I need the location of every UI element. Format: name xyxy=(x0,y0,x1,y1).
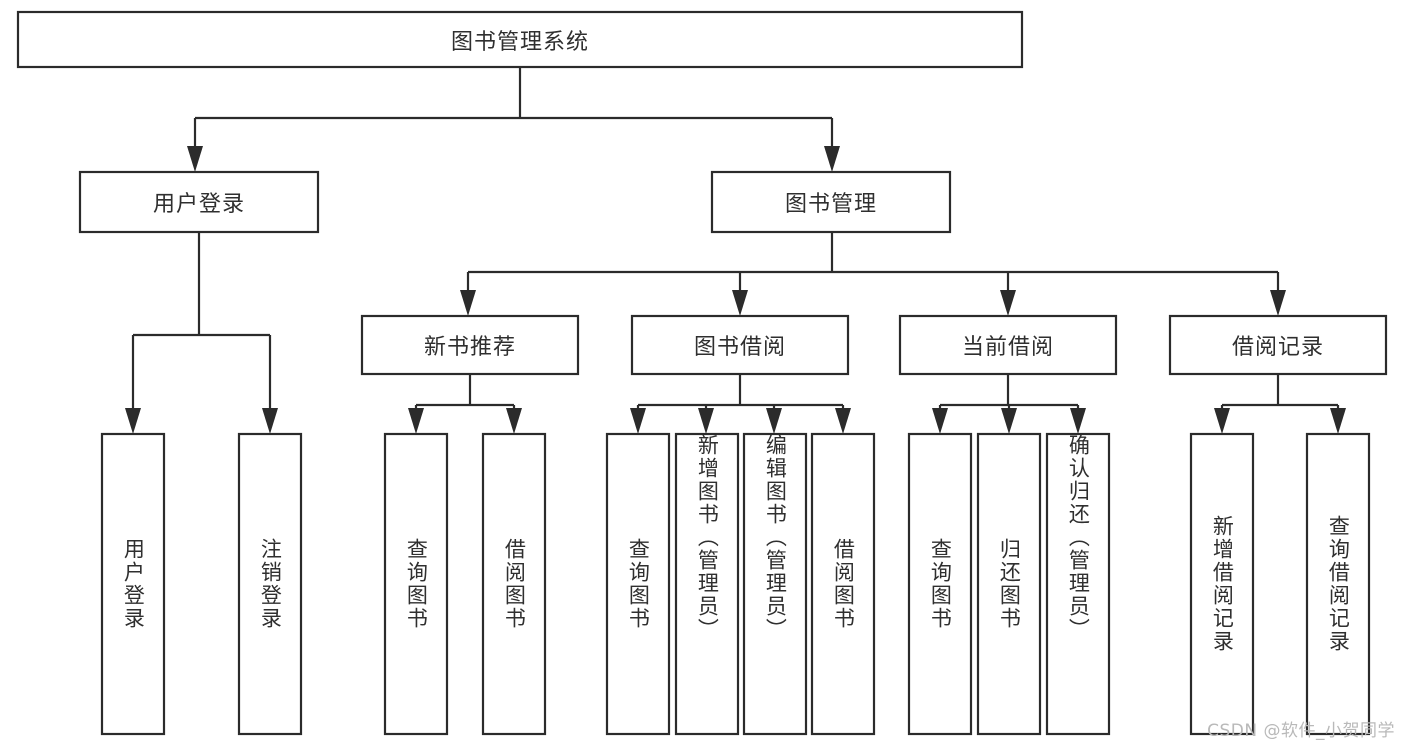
arrowhead-book-borrow xyxy=(732,290,748,316)
node-box-leaf-user-logout[interactable] xyxy=(237,432,303,736)
node-box-leaf-bb-query[interactable] xyxy=(605,432,671,736)
edges-book-borrow-to-leaves xyxy=(630,374,851,434)
arrowhead-leaf-br-add xyxy=(1214,408,1230,434)
arrowhead-leaf-cb-confirm xyxy=(1070,408,1086,434)
node-box-user-login[interactable] xyxy=(78,170,320,234)
node-box-leaf-cb-return[interactable] xyxy=(976,432,1042,736)
node-box-leaf-cb-confirm[interactable] xyxy=(1045,432,1111,736)
arrowhead-leaf-bb-add xyxy=(698,408,714,434)
edges-book-manage-to-level2 xyxy=(460,232,1286,316)
arrowhead-leaf-rec-borrow xyxy=(506,408,522,434)
arrowhead-user-login xyxy=(187,146,203,172)
arrowhead-current-borrow xyxy=(1000,290,1016,316)
node-box-new-book-rec[interactable] xyxy=(360,314,580,376)
node-box-book-manage[interactable] xyxy=(710,170,952,234)
node-box-leaf-bb-add[interactable] xyxy=(674,432,740,736)
node-box-leaf-rec-query[interactable] xyxy=(383,432,449,736)
node-box-leaf-bb-edit[interactable] xyxy=(742,432,808,736)
arrowhead-leaf-bb-edit xyxy=(766,408,782,434)
arrowhead-book-manage xyxy=(824,146,840,172)
edges-user-login-to-leaves xyxy=(125,232,278,434)
edges-new-book-rec-to-leaves xyxy=(408,374,522,434)
node-box-leaf-bb-borrow[interactable] xyxy=(810,432,876,736)
arrowhead-leaf-cb-return xyxy=(1001,408,1017,434)
arrowhead-leaf-br-query xyxy=(1330,408,1346,434)
arrowhead-leaf-rec-query xyxy=(408,408,424,434)
arrowhead-leaf-user-login xyxy=(125,408,141,434)
arrowhead-new-book-rec xyxy=(460,290,476,316)
node-box-leaf-br-query[interactable] xyxy=(1305,432,1371,736)
arrowhead-leaf-cb-query xyxy=(932,408,948,434)
csdn-watermark: CSDN @软件_小贺同学 xyxy=(1207,721,1395,741)
node-box-leaf-br-add[interactable] xyxy=(1189,432,1255,736)
arrowhead-borrow-record xyxy=(1270,290,1286,316)
node-box-leaf-user-login[interactable] xyxy=(100,432,166,736)
edges-borrow-record-to-leaves xyxy=(1214,374,1346,434)
node-box-current-borrow[interactable] xyxy=(898,314,1118,376)
edges-root-to-level1 xyxy=(187,67,840,172)
node-box-borrow-record[interactable] xyxy=(1168,314,1388,376)
node-box-root[interactable] xyxy=(16,10,1024,69)
edges-current-borrow-to-leaves xyxy=(932,374,1086,434)
node-box-leaf-rec-borrow[interactable] xyxy=(481,432,547,736)
arrowhead-leaf-user-logout xyxy=(262,408,278,434)
arrowhead-leaf-bb-query xyxy=(630,408,646,434)
node-box-book-borrow[interactable] xyxy=(630,314,850,376)
node-box-leaf-cb-query[interactable] xyxy=(907,432,973,736)
arrowhead-leaf-bb-borrow xyxy=(835,408,851,434)
